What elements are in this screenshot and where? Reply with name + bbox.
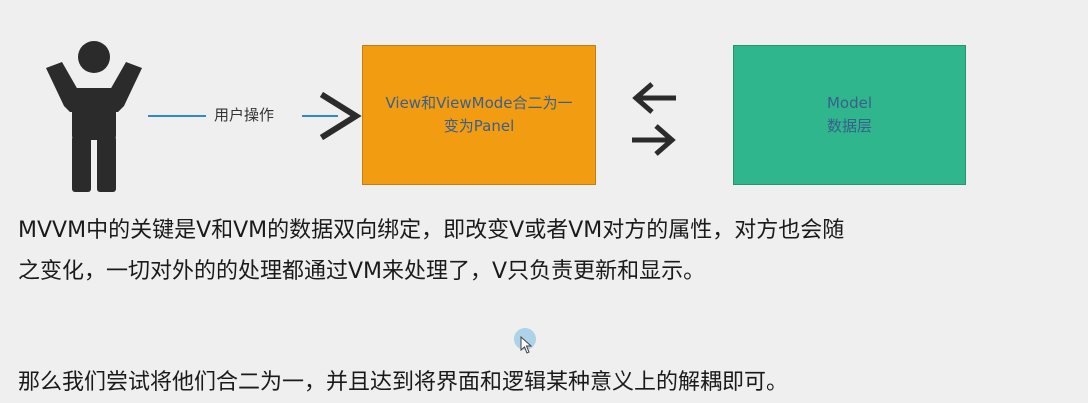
- action-connector-line: [302, 115, 338, 117]
- chevron-right-icon: [319, 92, 362, 140]
- model-box-title: Model: [826, 94, 873, 112]
- panel-box-title: View和ViewMode合二为一: [385, 94, 573, 112]
- user-action-label: 用户操作: [214, 106, 275, 124]
- model-box: Model 数据层: [733, 45, 966, 185]
- panel-box: View和ViewMode合二为一 变为Panel: [362, 45, 596, 185]
- conclusion-paragraph: 那么我们尝试将他们合二为一，并且达到将界面和逻辑某种意义上的解耦即可。: [18, 370, 789, 395]
- person-arms-up-icon: [46, 41, 142, 192]
- description-paragraph: MVVM中的关键是V和VM的数据双向绑定，即改变V或者VM对方的属性，对方也会随…: [18, 210, 844, 292]
- mouse-cursor-icon: [520, 336, 533, 354]
- description-line: 之变化，一切对外的的处理都通过VM来处理了，V只负责更新和显示。: [18, 259, 706, 284]
- cursor-highlight: [514, 328, 536, 350]
- bidirectional-arrows-icon: [632, 82, 676, 156]
- description-line: MVVM中的关键是V和VM的数据双向绑定，即改变V或者VM对方的属性，对方也会随: [18, 218, 845, 243]
- model-box-subtitle: 数据层: [826, 117, 872, 135]
- action-connector-line: [148, 115, 206, 117]
- panel-box-subtitle: 变为Panel: [443, 117, 515, 135]
